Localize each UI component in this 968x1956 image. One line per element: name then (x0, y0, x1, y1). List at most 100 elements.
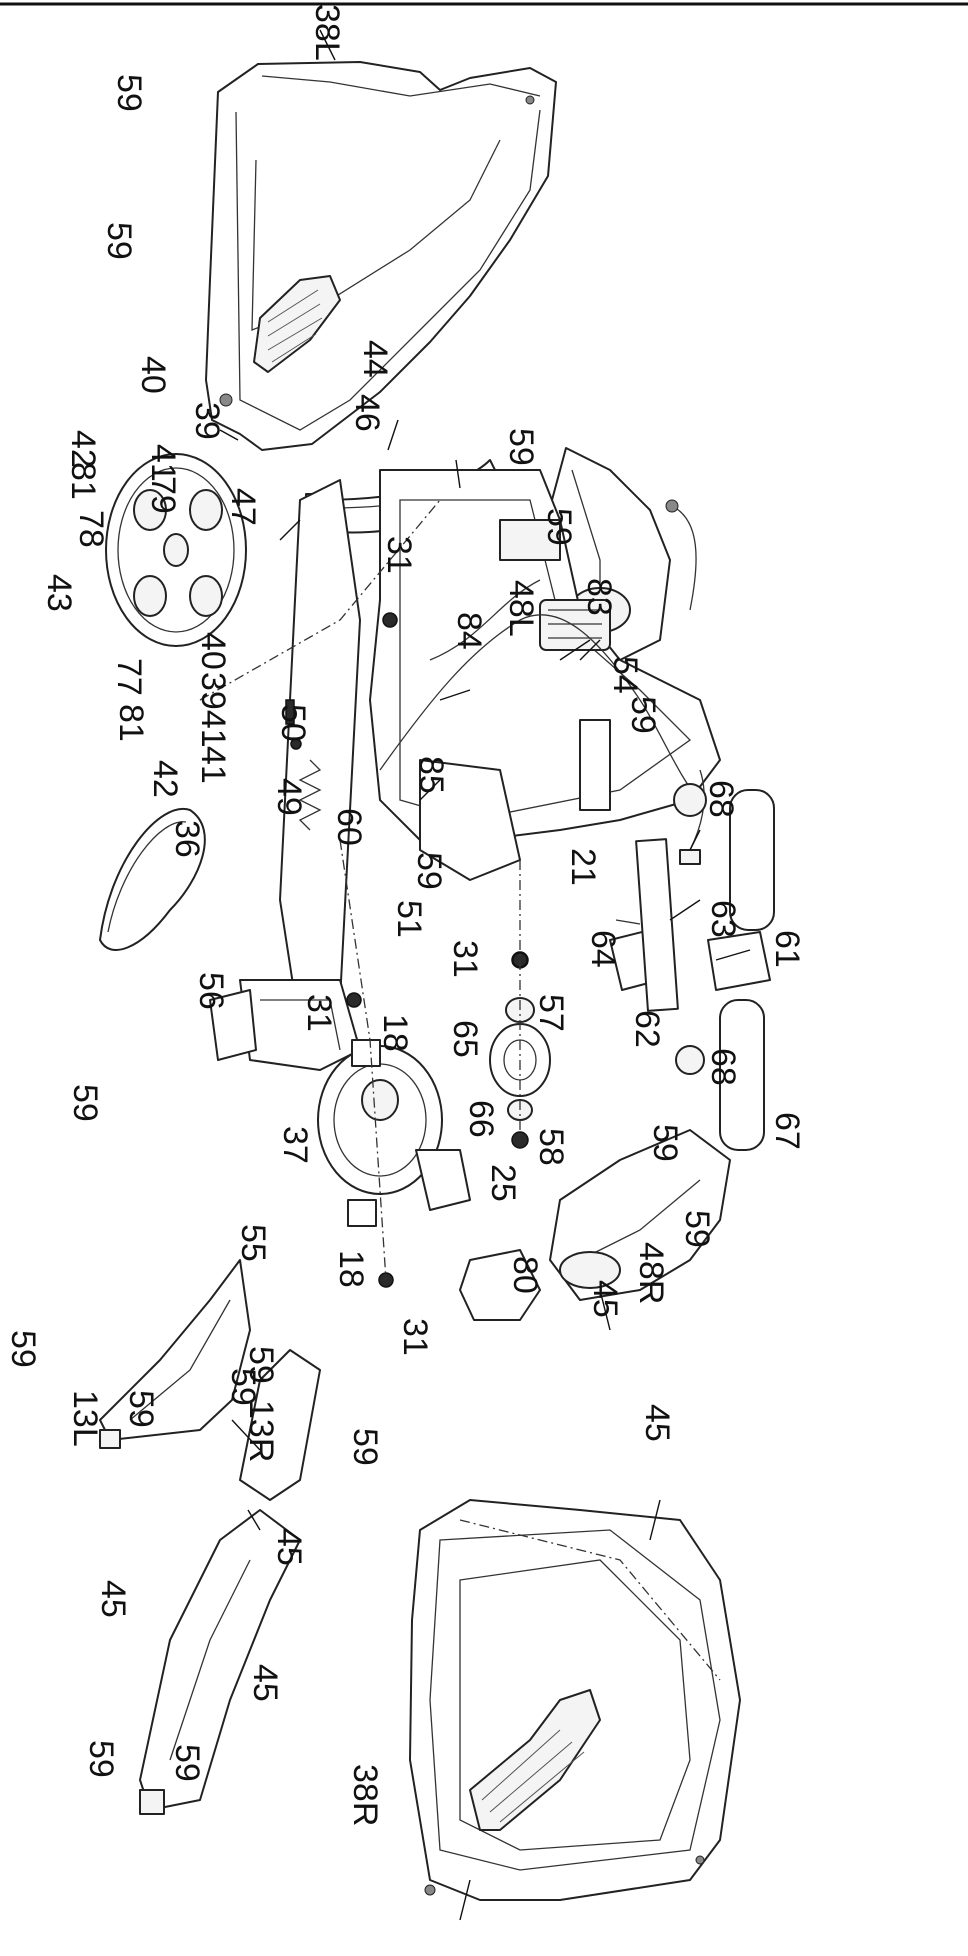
callout-81: 81 (64, 462, 102, 500)
callout-56: 56 (192, 972, 230, 1010)
callout-50: 50 (274, 704, 312, 742)
part-85-cable (379, 614, 701, 801)
callout-59: 38R (346, 1764, 384, 1826)
callout-48R: 48R (632, 1242, 670, 1304)
part-60-spring (298, 759, 322, 831)
callout-42: 42 (64, 430, 102, 468)
callout-39: 39 (188, 402, 226, 440)
part-49-nut (290, 738, 302, 750)
callout-31: 31 (396, 1318, 434, 1356)
callout-31: 31 (446, 940, 484, 978)
callout-45: 45 (638, 1404, 676, 1442)
part-31-nut-a (382, 612, 398, 628)
callout-41: 41 (194, 746, 232, 784)
callout-45: 45 (586, 1280, 624, 1318)
callout-59: 59 (110, 74, 148, 112)
callout-79: 79 (144, 476, 182, 514)
callout-59: 59 (502, 428, 540, 466)
callout-59: 59 (624, 696, 662, 734)
callout-31: 31 (380, 536, 418, 574)
callout-60: 60 (330, 808, 368, 846)
callout-37: 37 (276, 1126, 314, 1164)
callout-48L: 48L (502, 580, 540, 637)
callout-54: 54 (606, 656, 644, 694)
part-38L-left-cover (205, 61, 557, 451)
callout-83: 83 (580, 578, 618, 616)
callout-85: 85 (412, 756, 450, 794)
callout-59: 59 (410, 852, 448, 890)
part-61-bracket (707, 931, 771, 991)
callout-59: 59 (646, 1124, 684, 1162)
callout-81: 81 (112, 704, 150, 742)
callout-59: 59 (66, 1084, 104, 1122)
callout-47: 47 (224, 488, 262, 526)
callout-21: 21 (564, 848, 602, 886)
callout-3941: 3941 (194, 672, 232, 748)
callout-64: 64 (584, 930, 622, 968)
callout-45: 45 (270, 1528, 308, 1566)
callout-55: 55 (234, 1224, 272, 1262)
callout-59: 59 (82, 1740, 120, 1778)
part-50-bolt (285, 699, 295, 725)
callout-77: 77 (110, 658, 148, 696)
callout-18: 18 (376, 1014, 414, 1052)
part-68-cap-a (673, 783, 707, 817)
callout-59: 59 (168, 1744, 206, 1782)
callout-labels: 38L 59 59 40 44 39 46 59 42 41 81 79 47 … (4, 4, 806, 1826)
callout-65: 65 (446, 1020, 484, 1058)
callout-59: 59 (224, 1368, 262, 1406)
part-67-tube-b (729, 789, 775, 931)
callout-42: 42 (146, 760, 184, 798)
part-13R-rear-cover (139, 1509, 301, 1815)
callout-78: 78 (72, 510, 110, 548)
assembly-axis-b (339, 839, 387, 1281)
assembly-axis-d (459, 1519, 721, 1681)
callout-41: 41 (144, 444, 182, 482)
callout-61: 61 (768, 930, 806, 968)
callout-45: 45 (246, 1664, 284, 1702)
part-18-bracket-b (347, 1199, 377, 1227)
part-48R-chain-guard (549, 1129, 731, 1301)
callout-45: 45 (94, 1580, 132, 1618)
part-37-generator (317, 1045, 471, 1211)
callout-46: 46 (348, 394, 386, 432)
callout-25: 25 (484, 1164, 522, 1202)
callout-58: 58 (532, 1128, 570, 1166)
callout-40: 40 (194, 632, 232, 670)
callout-68: 68 (704, 1048, 742, 1086)
part-38R-right-cover (409, 1499, 741, 1901)
callout-68: 68 (702, 780, 740, 818)
callout-13L: 13L (66, 1390, 104, 1447)
part-main-frame (239, 469, 721, 1071)
part-68-cap-b (675, 1045, 705, 1075)
callout-59: 59 (678, 1210, 716, 1248)
callout-63: 63 (704, 900, 742, 938)
callout-59: 59 (540, 508, 578, 546)
part-67-tube (719, 999, 765, 1151)
part-55-cover (239, 1349, 321, 1501)
callout-59: 59 (242, 1346, 280, 1384)
callout-51: 51 (390, 900, 428, 938)
callout-44: 44 (356, 340, 394, 378)
part-36-drive-belt (99, 807, 206, 951)
callout-38L: 38L (308, 4, 346, 61)
callout-13R: 13R (242, 1400, 280, 1462)
callout-59: 59 (100, 222, 138, 260)
callout-31: 31 (300, 994, 338, 1032)
callout-80: 80 (506, 1256, 544, 1294)
part-31-nut-c (346, 992, 362, 1008)
callout-59: 59 (4, 1330, 42, 1368)
part-18-bracket-a (351, 1039, 381, 1067)
assembly-axis-a (199, 499, 441, 701)
callout-43: 43 (40, 574, 78, 612)
callout-40: 40 (134, 356, 172, 394)
part-63-tube (635, 838, 679, 1012)
callout-36: 36 (168, 820, 206, 858)
part-80-clamp (459, 1249, 541, 1321)
callout-67: 67 (768, 1112, 806, 1150)
callout-57: 57 (532, 994, 570, 1032)
part-43-flywheel (105, 453, 247, 647)
callout-62: 62 (628, 1010, 666, 1048)
